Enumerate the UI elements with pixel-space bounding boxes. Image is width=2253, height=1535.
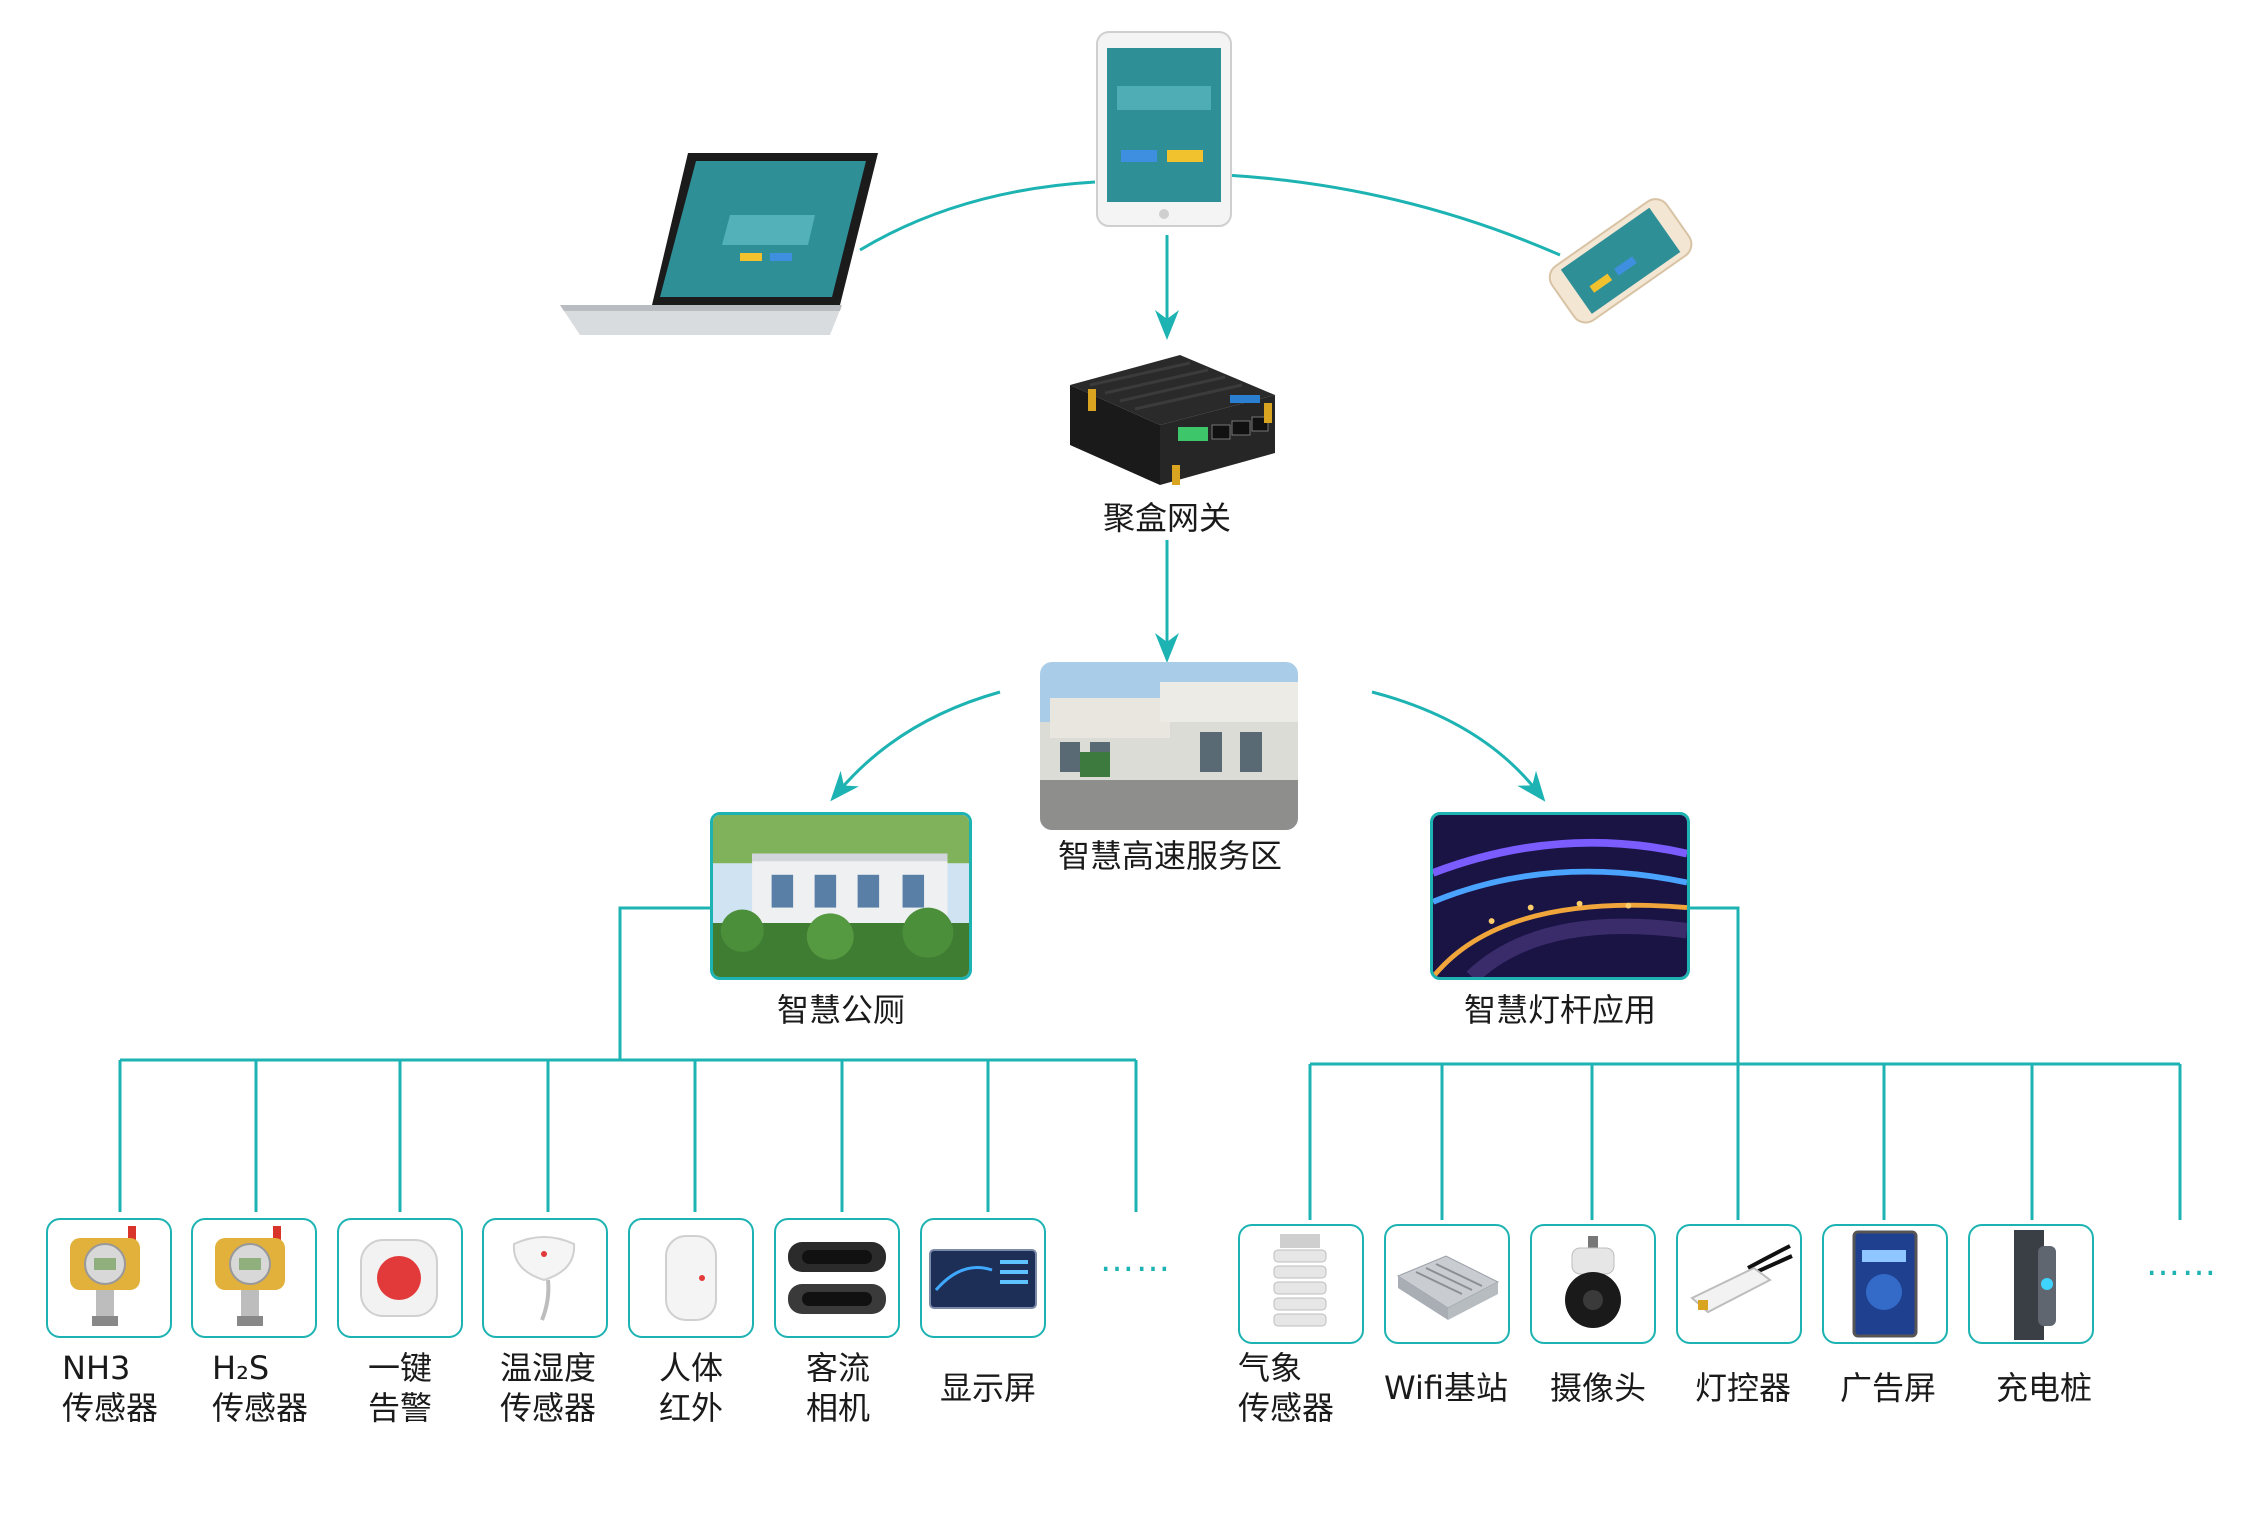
more-lamp-devices: …… xyxy=(2146,1244,2218,1284)
service-area-label: 智慧高速服务区 xyxy=(1057,837,1282,875)
lamp-controller-card xyxy=(1676,1224,1802,1344)
ad-screen-label: 广告屏 xyxy=(1840,1369,1937,1407)
people-counter-camera-label: 客流相机 xyxy=(806,1349,871,1427)
alarm-button-label: 一键告警 xyxy=(368,1349,433,1427)
people-counter-camera-card xyxy=(774,1218,900,1338)
display-screen-label: 显示屏 xyxy=(940,1369,1037,1407)
ad-screen-icon xyxy=(1852,1230,1918,1338)
display-screen-card xyxy=(920,1218,1046,1338)
dome-camera-icon xyxy=(1565,1236,1621,1328)
smartphone-icon xyxy=(1548,198,1693,324)
gas-sensor-icon xyxy=(70,1226,140,1326)
ad-screen-card xyxy=(1822,1224,1948,1344)
wifi-base-station-label: Wifi基站 xyxy=(1384,1369,1508,1407)
gateway-label: 聚盒网关 xyxy=(1102,499,1231,537)
wifi-base-station-icon xyxy=(1396,1255,1500,1320)
smart-toilet-label: 智慧公厕 xyxy=(776,991,905,1029)
dome-camera-card xyxy=(1530,1224,1656,1344)
wifi-base-station-card xyxy=(1384,1224,1510,1344)
alarm-button-card xyxy=(337,1218,463,1338)
temp-humidity-sensor-icon xyxy=(512,1236,576,1321)
pir-sensor-icon xyxy=(665,1235,717,1321)
gas-sensor-icon xyxy=(215,1226,285,1326)
laptop-icon xyxy=(560,153,878,335)
h2s-sensor-card xyxy=(191,1218,317,1338)
charging-pile-label: 充电桩 xyxy=(1996,1369,2093,1407)
weather-sensor-icon xyxy=(1273,1234,1327,1327)
charging-pile-icon xyxy=(2014,1230,2056,1340)
smart-toilet-photo xyxy=(710,812,972,980)
pir-sensor-card xyxy=(628,1218,754,1338)
service-area-photo xyxy=(1040,662,1298,830)
gateway-router-icon xyxy=(1070,355,1275,485)
tablet-icon xyxy=(1096,31,1232,227)
charging-pile-card xyxy=(1968,1224,2094,1344)
dome-camera-label: 摄像头 xyxy=(1550,1369,1647,1407)
weather-sensor-label: 气象传感器 xyxy=(1238,1349,1335,1427)
nh3-sensor-card xyxy=(46,1218,172,1338)
lamp-controller-icon xyxy=(1690,1244,1793,1314)
weather-sensor-card xyxy=(1238,1224,1364,1344)
alarm-button-icon xyxy=(360,1239,438,1317)
more-toilet-devices: …… xyxy=(1100,1240,1172,1280)
smart-lamp-photo xyxy=(1430,812,1690,980)
lamp-controller-label: 灯控器 xyxy=(1695,1369,1792,1407)
pir-sensor-label: 人体红外 xyxy=(659,1349,724,1427)
smart-lamp-label: 智慧灯杆应用 xyxy=(1463,991,1656,1029)
temp-humidity-sensor-card xyxy=(482,1218,608,1338)
people-counter-camera-icon xyxy=(788,1242,886,1314)
display-screen-icon xyxy=(929,1249,1037,1309)
temp-humidity-sensor-label: 温湿度传感器 xyxy=(500,1349,597,1427)
